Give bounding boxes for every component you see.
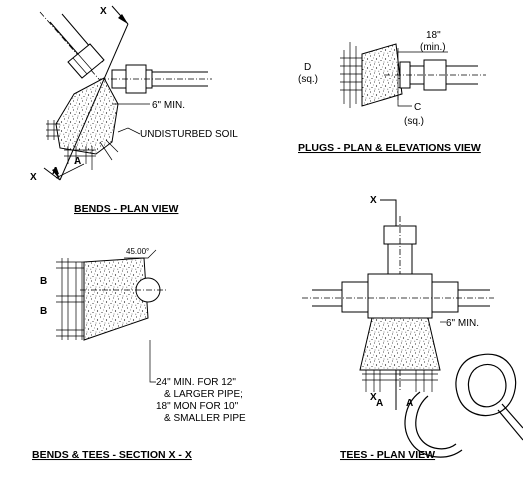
plug-c-label: C (414, 102, 421, 113)
bend-a-mark-2: A (74, 156, 81, 167)
plugs-plan-caption: PLUGS - PLAN & ELEVATIONS VIEW (298, 142, 481, 154)
bends-plan-caption: BENDS - PLAN VIEW (74, 203, 179, 215)
bend-soil-label: UNDISTURBED SOIL (140, 129, 238, 140)
tee-section-mark-bottom: X (370, 392, 377, 403)
tee-thrust-block (359, 317, 441, 371)
section-b-mark-1: B (40, 276, 47, 287)
plugs-plan-view: 18" (min.) D (sq.) C (sq.) PLUGS - PLAN … (298, 30, 486, 154)
section-note-line-3: 18" MON FOR 10" (156, 401, 239, 412)
bend-section-mark-bottom: X (30, 172, 37, 183)
bend-section-mark-top: X (100, 6, 107, 17)
plug-c-leader (397, 96, 412, 107)
tee-main-pipe (302, 273, 494, 319)
bend-right-pipe (100, 64, 212, 94)
bend-section-line (43, 5, 129, 181)
section-note-leader (149, 340, 156, 383)
plug-length-label: 18" (426, 30, 441, 41)
tee-soil-hatch (362, 370, 438, 392)
bend-min-label: 6" MIN. (152, 100, 185, 111)
section-xx-caption: BENDS & TEES - SECTION X - X (32, 449, 192, 461)
bend-a-mark-1: A (52, 166, 59, 177)
plug-length-sub: (min.) (420, 42, 446, 53)
tees-plan-view: X X (302, 195, 494, 461)
tee-section-mark-top: X (370, 195, 377, 206)
plug-soil-hatch (340, 42, 362, 108)
section-note-line-4: & SMALLER PIPE (164, 413, 246, 424)
section-note-line-1: 24" MIN. FOR 12" (156, 377, 236, 388)
plug-c-sub: (sq.) (404, 116, 424, 127)
section-thrust-block (83, 257, 149, 341)
watermark (404, 353, 523, 458)
tee-min-label: 6" MIN. (446, 318, 479, 329)
tees-plan-caption: TEES - PLAN VIEW (340, 449, 435, 461)
plug-d-sub: (sq.) (298, 74, 318, 85)
section-soil-hatch (56, 258, 84, 340)
plug-thrust-block (361, 43, 403, 107)
section-angle-dimension (124, 249, 157, 259)
bends-plan-view: X X A A 6" MIN. UNDISTURBED SOIL BENDS -… (30, 5, 238, 215)
tee-a-mark-1: A (376, 398, 383, 409)
plug-d-label: D (304, 62, 311, 73)
bend-soil-leader (117, 127, 141, 135)
bend-a-dimension (55, 163, 85, 179)
section-b-mark-2: B (40, 306, 47, 317)
bend-soil-hatch (46, 120, 119, 170)
section-xx-view: 45.00° B B 24" MIN. FOR 12" & LARGER PIP… (32, 247, 246, 461)
section-angle-label: 45.00° (126, 247, 149, 256)
plug-pipe (384, 48, 486, 100)
section-note-line-2: & LARGER PIPE; (164, 389, 243, 400)
